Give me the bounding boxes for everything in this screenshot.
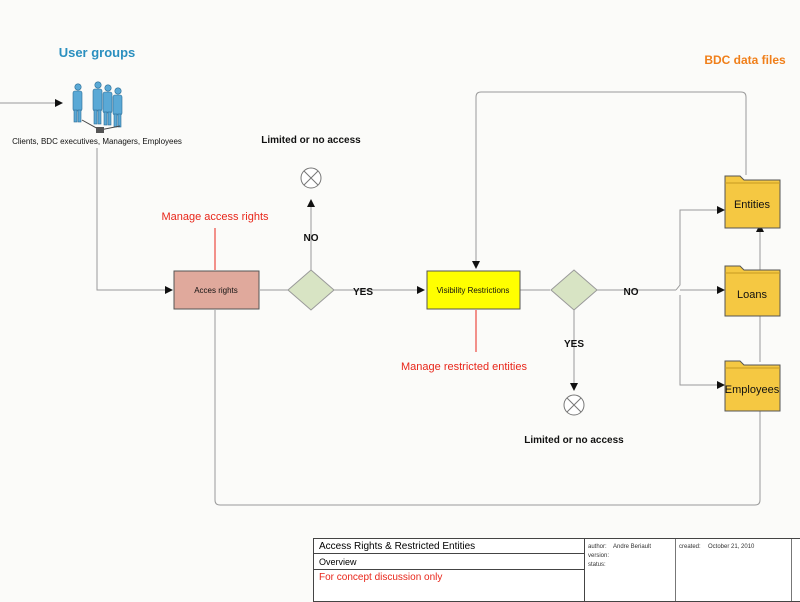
to-employees-arrow xyxy=(679,295,725,389)
entities-to-visibility-arrow xyxy=(472,91,747,269)
title-block-meta: author: Andre Beriault version: status: xyxy=(585,539,676,601)
limited-top-label: Limited or no access xyxy=(261,135,361,146)
access-rights-box xyxy=(173,270,260,310)
entities-label: Entities xyxy=(734,199,771,211)
no-label-2: NO xyxy=(624,287,639,298)
created-label: created: xyxy=(679,544,701,550)
bottom-loop-line xyxy=(214,310,761,506)
author-label: author: xyxy=(588,544,607,550)
yes-label-1: YES xyxy=(353,287,373,298)
diagram-subtitle: Overview xyxy=(314,554,584,570)
folder-entities-icon xyxy=(724,175,781,229)
connectors xyxy=(0,91,764,506)
created-value: October 21, 2010 xyxy=(708,544,755,550)
yes-label-2: YES xyxy=(564,339,584,350)
users-to-access-arrow xyxy=(96,148,173,294)
user-groups-title: User groups xyxy=(59,45,136,60)
access-decision-diamond xyxy=(287,269,335,311)
deny-icon-bottom xyxy=(563,394,585,416)
manage-restricted-label: Manage restricted entities xyxy=(401,361,527,373)
title-block: Access Rights & Restricted Entities Over… xyxy=(313,538,800,602)
loans-label: Loans xyxy=(737,289,767,301)
concept-note: For concept discussion only xyxy=(319,572,443,583)
visibility-restrictions-box xyxy=(426,270,521,310)
user-groups-desc: Clients, BDC executives, Managers, Emplo… xyxy=(12,137,182,146)
visibility-label: Visibility Restrictions xyxy=(437,286,510,295)
employees-label: Employees xyxy=(725,384,780,396)
deny-icon-top xyxy=(300,167,322,189)
limited-bottom-label: Limited or no access xyxy=(524,435,624,446)
diagram-title: Access Rights & Restricted Entities xyxy=(314,539,584,554)
title-block-dates: created: October 21, 2010 xyxy=(676,539,792,601)
version-label: version: xyxy=(588,553,610,559)
folder-loans-icon xyxy=(724,265,781,317)
to-entities-arrow xyxy=(675,206,725,291)
access-rights-label: Acces rights xyxy=(194,286,238,295)
visibility-decision-diamond xyxy=(550,269,598,311)
manage-access-label: Manage access rights xyxy=(162,211,269,223)
author-value: Andre Beriault xyxy=(613,544,652,550)
bdc-files-title: BDC data files xyxy=(704,53,786,67)
status-label: status: xyxy=(588,562,606,568)
folder-employees-icon xyxy=(724,360,781,412)
people-icon xyxy=(72,81,123,133)
no-label-1: NO xyxy=(304,233,319,244)
title-block-main: Access Rights & Restricted Entities Over… xyxy=(314,539,585,601)
